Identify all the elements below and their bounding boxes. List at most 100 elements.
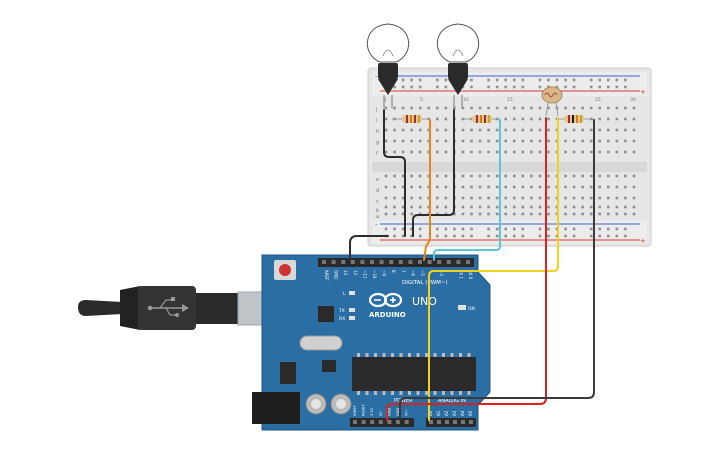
breadboard-hole[interactable] [581, 212, 584, 216]
breadboard-hole[interactable] [393, 212, 396, 216]
rail-hole[interactable] [521, 85, 525, 89]
breadboard-hole[interactable] [427, 196, 431, 200]
breadboard-hole[interactable] [521, 139, 525, 143]
rail-hole[interactable] [436, 85, 439, 89]
breadboard-hole[interactable] [589, 212, 593, 216]
breadboard-hole[interactable] [564, 174, 567, 178]
breadboard-hole[interactable] [495, 128, 499, 132]
breadboard-hole[interactable] [401, 139, 405, 143]
breadboard-hole[interactable] [615, 117, 619, 121]
breadboard-hole[interactable] [487, 205, 490, 209]
breadboard-hole[interactable] [615, 185, 619, 189]
breadboard-hole[interactable] [393, 174, 396, 178]
rail-hole[interactable] [436, 78, 439, 82]
breadboard-hole[interactable] [436, 196, 439, 200]
wire-black-gnd[interactable] [349, 235, 389, 261]
rail-hole[interactable] [564, 227, 567, 231]
breadboard-hole[interactable] [495, 106, 499, 110]
rail-hole[interactable] [444, 78, 448, 82]
rail-hole[interactable] [461, 234, 465, 238]
rail-hole[interactable] [555, 78, 559, 82]
breadboard-hole[interactable] [589, 139, 593, 143]
breadboard-hole[interactable] [598, 128, 602, 132]
wire-red[interactable] [386, 117, 547, 421]
breadboard-hole[interactable] [461, 185, 465, 189]
breadboard-hole[interactable] [401, 150, 405, 154]
rail-hole[interactable] [418, 234, 422, 238]
breadboard-hole[interactable] [427, 150, 431, 154]
breadboard-hole[interactable] [589, 150, 593, 154]
breadboard-hole[interactable] [598, 150, 602, 154]
breadboard-hole[interactable] [615, 150, 619, 154]
breadboard-hole[interactable] [461, 150, 465, 154]
breadboard-hole[interactable] [512, 150, 516, 154]
rail-hole[interactable] [393, 227, 396, 231]
breadboard-hole[interactable] [632, 212, 636, 216]
breadboard-hole[interactable] [393, 205, 396, 209]
rail-hole[interactable] [589, 78, 593, 82]
rail-hole[interactable] [418, 227, 422, 231]
breadboard-hole[interactable] [418, 174, 422, 178]
breadboard-hole[interactable] [521, 128, 525, 132]
breadboard-hole[interactable] [598, 174, 602, 178]
breadboard-hole[interactable] [401, 196, 405, 200]
breadboard-hole[interactable] [624, 117, 627, 121]
breadboard-hole[interactable] [598, 212, 602, 216]
breadboard-hole[interactable] [547, 128, 550, 132]
photoresistor[interactable] [541, 86, 563, 117]
breadboard-hole[interactable] [444, 117, 448, 121]
breadboard-hole[interactable] [393, 196, 396, 200]
breadboard-hole[interactable] [384, 212, 388, 216]
breadboard-hole[interactable] [547, 212, 550, 216]
rail-hole[interactable] [624, 85, 627, 89]
wire-black-bulb1[interactable] [383, 109, 406, 237]
breadboard-hole[interactable] [512, 212, 516, 216]
breadboard-hole[interactable] [461, 139, 465, 143]
breadboard-hole[interactable] [572, 212, 576, 216]
breadboard-hole[interactable] [598, 106, 602, 110]
rail-hole[interactable] [495, 78, 499, 82]
rail-hole[interactable] [555, 85, 559, 89]
rail-hole[interactable] [418, 78, 422, 82]
breadboard-hole[interactable] [521, 150, 525, 154]
header-pin[interactable] [408, 260, 413, 264]
header-pin[interactable] [360, 260, 365, 264]
breadboard-hole[interactable] [512, 205, 516, 209]
breadboard-hole[interactable] [418, 128, 422, 132]
breadboard-hole[interactable] [538, 185, 542, 189]
breadboard-hole[interactable] [607, 106, 610, 110]
rail-hole[interactable] [384, 227, 388, 231]
breadboard-hole[interactable] [461, 106, 465, 110]
breadboard-hole[interactable] [461, 196, 465, 200]
breadboard-hole[interactable] [418, 205, 422, 209]
breadboard-hole[interactable] [427, 174, 431, 178]
breadboard-hole[interactable] [530, 150, 533, 154]
breadboard-hole[interactable] [512, 174, 516, 178]
header-pin[interactable] [370, 420, 375, 424]
rail-hole[interactable] [607, 78, 610, 82]
rail-hole[interactable] [401, 78, 405, 82]
usb-cable[interactable] [78, 286, 271, 330]
wire-grey[interactable] [399, 119, 595, 421]
breadboard-hole[interactable] [538, 150, 542, 154]
breadboard-hole[interactable] [564, 139, 567, 143]
breadboard-hole[interactable] [589, 174, 593, 178]
breadboard-hole[interactable] [572, 205, 576, 209]
breadboard-hole[interactable] [495, 212, 499, 216]
rail-hole[interactable] [607, 85, 610, 89]
breadboard-hole[interactable] [427, 185, 431, 189]
breadboard-hole[interactable] [581, 150, 584, 154]
rail-hole[interactable] [487, 78, 490, 82]
breadboard-hole[interactable] [538, 205, 542, 209]
breadboard-hole[interactable] [632, 106, 636, 110]
header-pin[interactable] [453, 420, 457, 424]
breadboard-hole[interactable] [530, 185, 533, 189]
breadboard-hole[interactable] [589, 128, 593, 132]
breadboard-hole[interactable] [538, 174, 542, 178]
breadboard-hole[interactable] [512, 106, 516, 110]
header-pin[interactable] [389, 260, 394, 264]
rail-hole[interactable] [487, 234, 490, 238]
breadboard-hole[interactable] [410, 139, 413, 143]
rail-hole[interactable] [589, 85, 593, 89]
breadboard-hole[interactable] [384, 185, 388, 189]
